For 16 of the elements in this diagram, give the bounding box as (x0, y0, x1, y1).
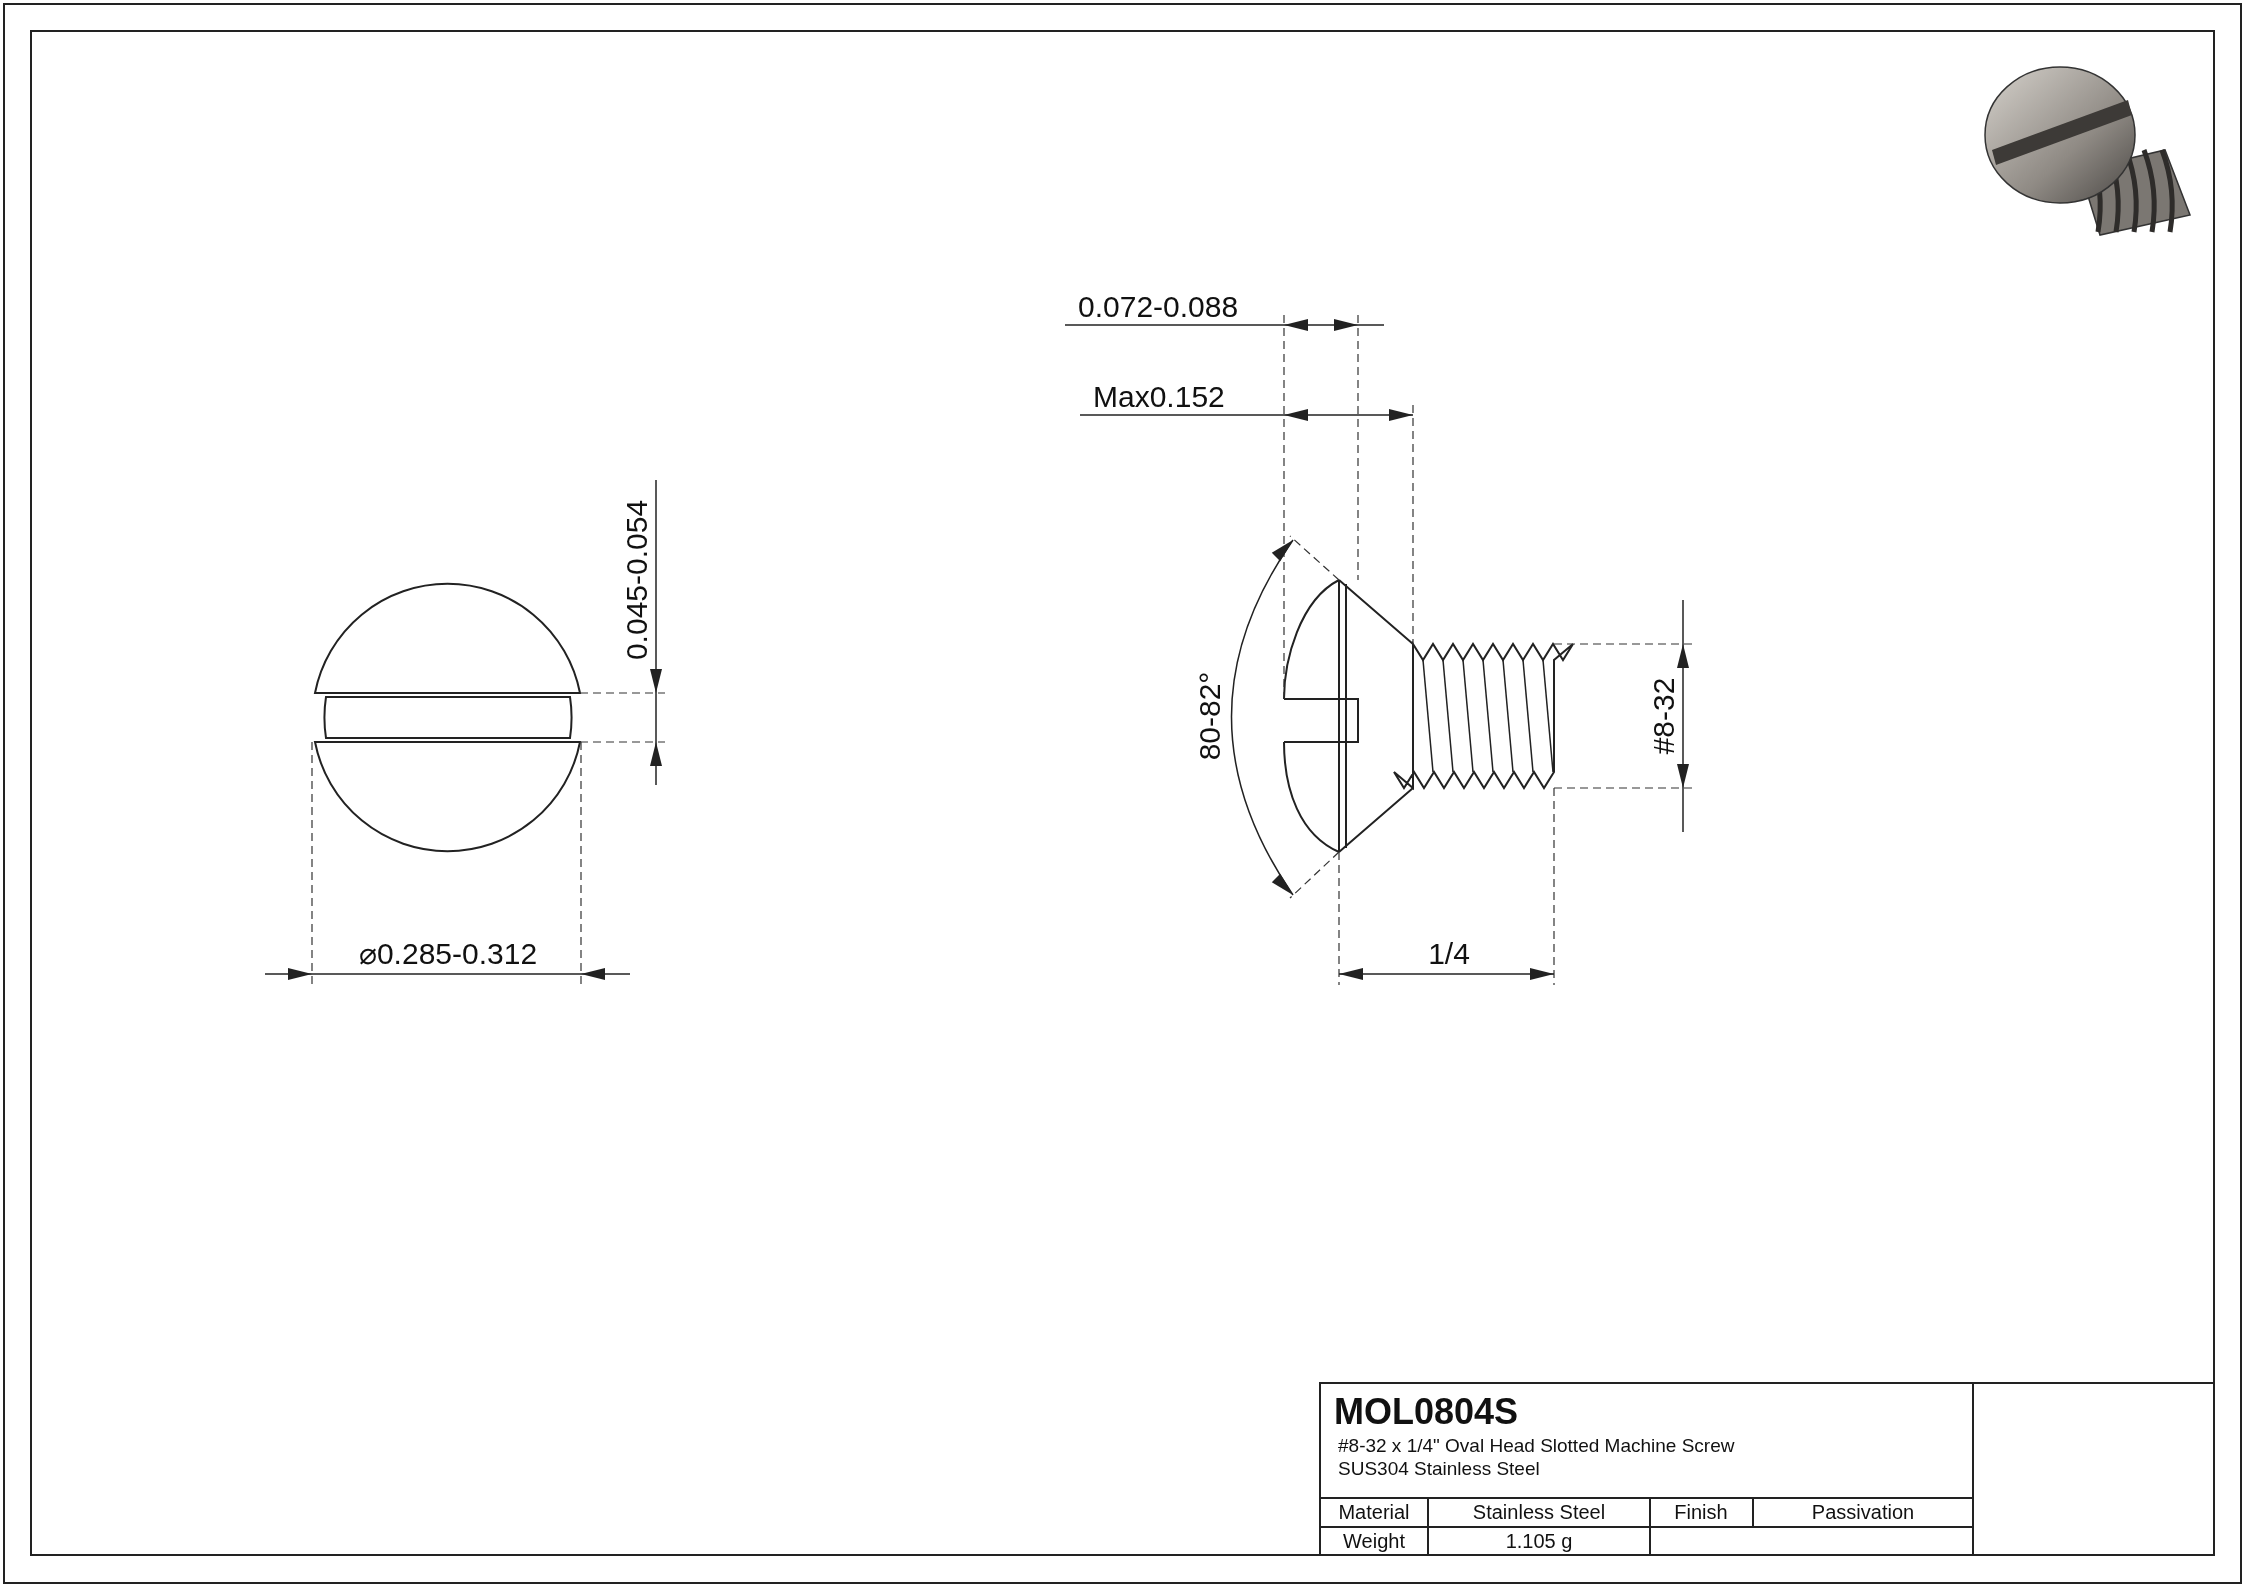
table-cell-text: Finish (1674, 1502, 1728, 1522)
table-cell-text: Passivation (1811, 1502, 1915, 1522)
part-number: MOL0804S (1334, 1394, 1519, 1430)
dimension-label: 80-82° (1195, 671, 1225, 761)
table-cell-text: Material (1338, 1502, 1410, 1522)
part-description: #8-32 x 1/4" Oval Head Slotted Machine Screw (1338, 1436, 1735, 1455)
table-cell-text: Weight (1343, 1531, 1405, 1551)
dimension-label: ⌀0.285-0.312 (358, 939, 538, 969)
dimension-label: 1/4 (1428, 939, 1470, 969)
dimension-label: 0.072-0.088 (1078, 292, 1239, 322)
dimension-label: #8-32 (1649, 677, 1679, 755)
table-cell-text: 1.105 g (1505, 1531, 1573, 1551)
dimension-label: Max0.152 (1093, 382, 1225, 412)
material-description: SUS304 Stainless Steel (1338, 1459, 1540, 1478)
table-cell-text: Stainless Steel (1472, 1502, 1606, 1522)
dimension-label: 0.045-0.054 (622, 499, 652, 661)
